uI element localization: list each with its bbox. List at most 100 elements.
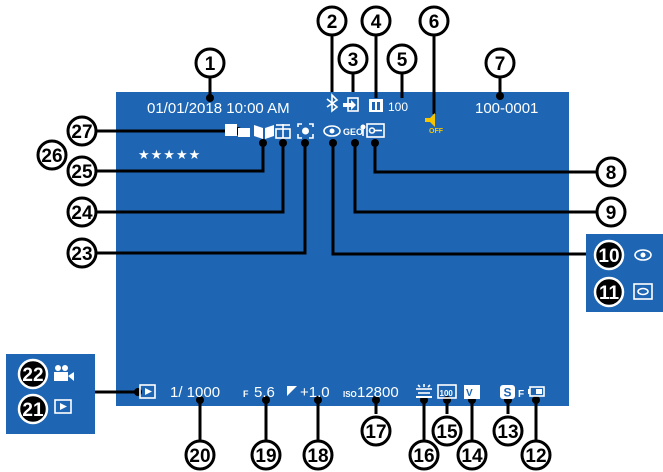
callout-number: 2 [327, 12, 338, 33]
movie-inset-icon [54, 365, 74, 381]
callout-circle [456, 439, 488, 471]
svg-text:S: S [504, 386, 512, 400]
callout-6: 6 [418, 5, 450, 37]
bluetooth-icon [326, 93, 339, 113]
callout-circle [431, 415, 463, 447]
callout-21: 21 [17, 393, 49, 425]
callout-number: 16 [413, 446, 434, 467]
date-time: 01/01/2018 10:00 AM [147, 100, 290, 117]
leader-dots [134, 92, 540, 404]
callout-circle [17, 358, 49, 390]
callout-number: 18 [307, 446, 328, 467]
transfer-icon [343, 97, 359, 112]
callout-number: 22 [22, 365, 43, 386]
callout-number: 13 [497, 422, 518, 443]
callout-10: 10 [593, 239, 625, 271]
callout-number: 24 [71, 203, 93, 224]
leader-9 [353, 143, 598, 214]
callout-circle [520, 439, 552, 471]
callout-number: 26 [41, 146, 62, 167]
leader-24 [96, 143, 285, 214]
callout-circle [418, 5, 450, 37]
callout-26: 26 [36, 139, 68, 171]
aperture-prefix: F [243, 389, 249, 399]
face-icon [297, 123, 314, 139]
playback-inset-icon [54, 399, 72, 414]
print-order-icon [225, 124, 250, 137]
lcd-screen [116, 92, 569, 406]
sound-off-icon: OFF [425, 113, 444, 135]
callout-number: 3 [348, 50, 359, 71]
callout-23: 23 [66, 237, 98, 269]
callout-9: 9 [595, 196, 627, 228]
gift-icon [275, 124, 291, 139]
callout-circle [36, 139, 68, 171]
callout-number: 11 [599, 283, 620, 304]
film-simulation-icon: V [464, 385, 480, 399]
leader-8 [373, 143, 598, 174]
callout-circle [17, 393, 49, 425]
dynamic-range-icon: 100 [437, 384, 457, 399]
callout-circle [593, 276, 625, 308]
callout-number: 19 [255, 446, 276, 467]
red-eye-icon [323, 125, 341, 137]
callout-circle [360, 415, 392, 447]
callout-8: 8 [595, 156, 627, 188]
callout-circle [66, 237, 98, 269]
callout-circle [492, 415, 524, 447]
callout-22: 22 [17, 358, 49, 390]
callout-16: 16 [408, 439, 440, 471]
callout-circle [184, 439, 216, 471]
callout-circle [386, 43, 418, 75]
svg-text:OFF: OFF [429, 128, 444, 135]
photobook-icon [254, 125, 274, 139]
callout-circle [316, 5, 348, 37]
callout-27: 27 [66, 115, 98, 147]
protect-icon [366, 123, 385, 138]
callout-number: 27 [71, 122, 92, 143]
callout-number: 20 [189, 446, 210, 467]
callout-number: 6 [429, 12, 440, 33]
callout-circle [484, 47, 516, 79]
leader-10 [331, 143, 586, 256]
callout-4: 4 [360, 5, 392, 37]
callout-circle [360, 5, 392, 37]
callout-14: 14 [456, 439, 488, 471]
leader-23 [96, 143, 307, 255]
callout-number: 25 [71, 162, 93, 183]
battery-icon [528, 386, 545, 397]
callout-5: 5 [386, 43, 418, 75]
callout-3: 3 [337, 43, 369, 75]
leader-lines [95, 36, 598, 440]
callout-number: 15 [436, 422, 458, 443]
callout-circle [194, 47, 226, 79]
exposure-comp-icon [287, 386, 297, 396]
quality: F [518, 389, 524, 400]
location-icon: GEO [343, 124, 366, 137]
callout-19: 19 [250, 439, 282, 471]
callout-circle [66, 115, 98, 147]
callout-circle [408, 439, 440, 471]
folder-number: 100 [388, 100, 408, 114]
callout-circle [593, 239, 625, 271]
red-eye-inset-icon [634, 249, 652, 261]
aperture: 5.6 [254, 384, 275, 401]
callout-number: 7 [495, 54, 506, 75]
exposure-comp: +1.0 [300, 384, 330, 401]
callout-number: 17 [365, 422, 386, 443]
callout-7: 7 [484, 47, 516, 79]
playback-inset-panel [6, 354, 95, 434]
callout-17: 17 [360, 415, 392, 447]
callout-circle [337, 43, 369, 75]
callout-2: 2 [316, 5, 348, 37]
svg-text:100: 100 [440, 389, 454, 398]
callout-15: 15 [431, 415, 463, 447]
callout-circle [66, 196, 98, 228]
image-size-icon: S [500, 385, 515, 400]
callout-number: 23 [71, 244, 92, 265]
callout-markers: 1234567891011121314151617181920212223242… [17, 5, 627, 471]
rating: ★★★★★ [138, 147, 201, 162]
callout-number: 10 [598, 246, 619, 267]
callout-25: 25 [66, 155, 98, 187]
callout-number: 1 [205, 54, 216, 75]
